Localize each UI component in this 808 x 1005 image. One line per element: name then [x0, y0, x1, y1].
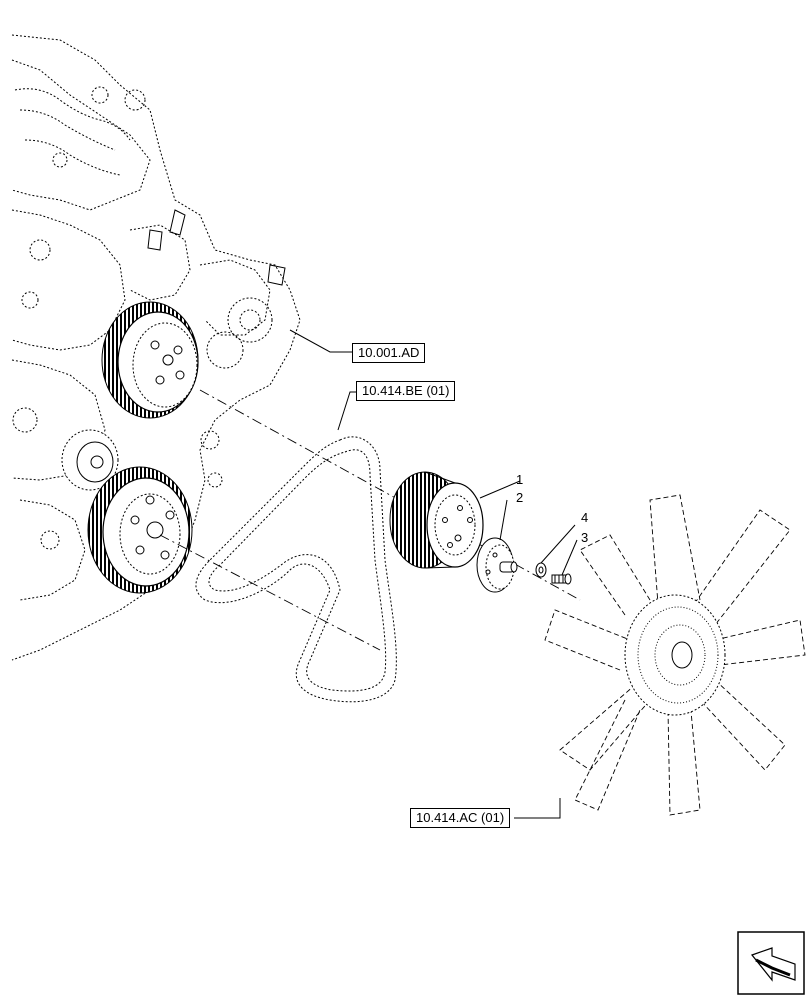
fan-clutch [624, 594, 726, 716]
serpentine-belt [195, 436, 397, 703]
fan-hub [476, 537, 518, 593]
reference-engine-link[interactable]: 10.001.AD [352, 343, 426, 363]
axis-lines [159, 389, 581, 651]
crankshaft-pulley [87, 466, 193, 594]
reference-fan-link[interactable]: 10.414.AC (01) [410, 808, 511, 828]
upper-pulley [101, 301, 199, 419]
idler-pulley [61, 429, 119, 491]
engine-assembly [11, 34, 301, 661]
callout-3: 3 [581, 530, 589, 545]
callout-4: 4 [581, 510, 589, 525]
fan-drive-pulley [389, 471, 484, 569]
callout-2: 2 [516, 490, 524, 505]
reference-belt-link[interactable]: 10.414.BE (01) [356, 381, 456, 401]
arrow-return-icon[interactable] [737, 931, 805, 995]
cooling-fan [544, 494, 806, 816]
bolt [551, 573, 572, 585]
leader-lines [289, 329, 578, 819]
washer [535, 562, 547, 578]
callout-1: 1 [516, 472, 524, 487]
